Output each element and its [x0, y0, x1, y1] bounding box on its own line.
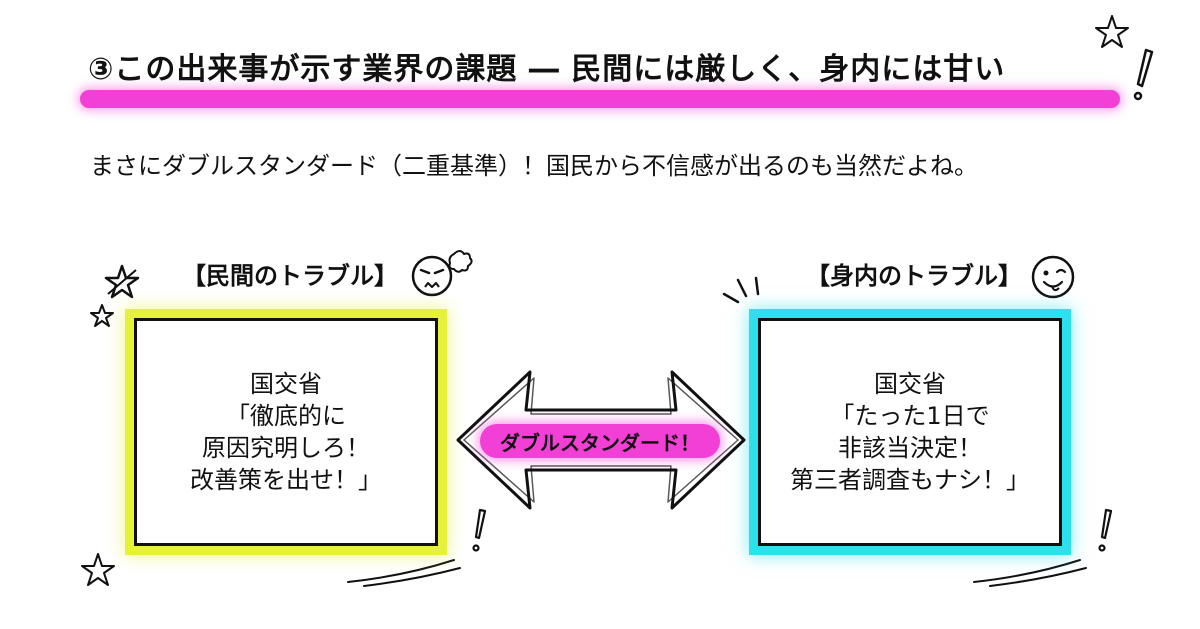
subtitle: まさにダブルスタンダード（二重基準）！国民から不信感が出るのも当然だよね。	[90, 152, 978, 180]
left-panel-label: 【民間のトラブル】	[182, 262, 398, 290]
swoosh-lines-icon	[347, 559, 461, 587]
right-panel: 国交省 「たった1日で 非該当決定！ 第三者調査もナシ！」	[758, 318, 1062, 546]
page-title: ③この出来事が示す業界の課題 ― 民間には厳しく、身内には甘い	[88, 52, 1006, 87]
right-panel-line: 「たった1日で	[830, 402, 990, 430]
star-icon	[104, 264, 140, 299]
right-panel-line: 国交省	[874, 370, 946, 398]
winking-face-icon	[1031, 255, 1075, 299]
title-highlight	[80, 90, 1120, 108]
left-panel-line: 改善策を出せ！」	[190, 466, 382, 494]
exclamation-icon	[1098, 508, 1113, 552]
right-panel-line: 第三者調査もナシ！」	[790, 466, 1030, 494]
emphasis-lines-icon	[722, 276, 760, 304]
right-panel-label: 【身内のトラブル】	[806, 262, 1022, 290]
left-panel-line: 原因究明しろ！	[202, 434, 370, 462]
left-panel-line: 「徹底的に	[226, 402, 346, 430]
right-panel-line: 非該当決定！	[838, 434, 982, 462]
swoosh-lines-icon	[973, 559, 1087, 587]
star-icon	[1095, 15, 1129, 48]
angry-face-icon	[411, 250, 473, 297]
exclamation-icon	[472, 508, 487, 552]
double-standard-label: ダブルスタンダード！	[480, 424, 720, 458]
left-panel-line: 国交省	[250, 370, 322, 398]
exclamation-icon	[1133, 48, 1154, 101]
star-icon	[90, 304, 114, 327]
star-icon	[81, 553, 115, 586]
left-panel: 国交省 「徹底的に 原因究明しろ！ 改善策を出せ！」	[134, 318, 438, 546]
